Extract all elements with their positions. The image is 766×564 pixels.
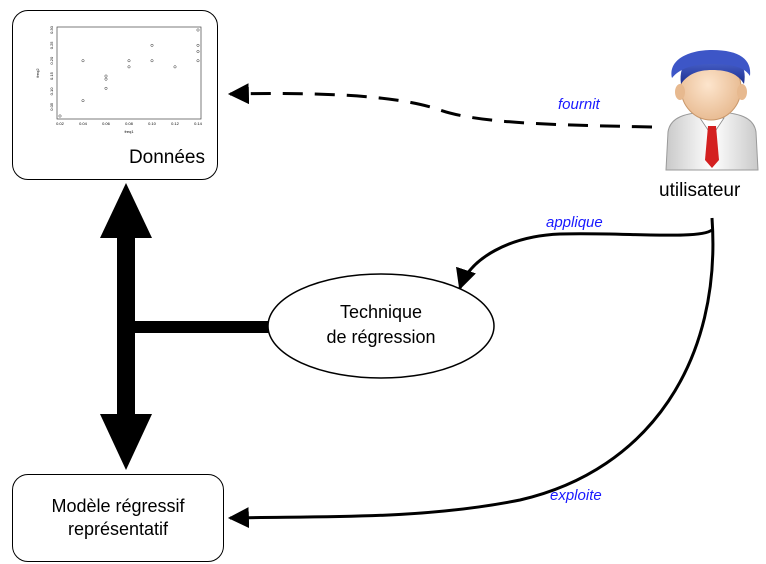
modele-line2: représentatif (67, 519, 169, 539)
technique-line1: Technique (339, 302, 423, 322)
user-label: utilisateur (659, 180, 741, 201)
plot-point (196, 50, 200, 53)
plot-point (104, 74, 108, 78)
plot-point (81, 99, 85, 103)
plot-ylabel: freq2 (35, 68, 40, 78)
plot-x-tick-label: 0.08 (125, 121, 134, 126)
plot-frame (56, 26, 202, 120)
plot-point (104, 86, 108, 90)
plot-x-tick-label: 0.06 (102, 121, 111, 126)
plot-point (196, 59, 200, 63)
plot-point (196, 28, 200, 32)
technique-label: Technique de régression (270, 300, 492, 350)
plot-x-tick-label: 0.12 (171, 121, 180, 126)
plot-point (104, 77, 108, 81)
plot-y-tick-label: 0.15 (49, 71, 54, 80)
plot-points (58, 28, 200, 118)
plot-x-tick-label: 0.10 (148, 121, 157, 126)
donnees-label: Données (128, 147, 205, 168)
plot-point (150, 59, 154, 63)
plot-point (173, 65, 177, 69)
plot-point (127, 59, 131, 63)
technique-ellipse (267, 273, 495, 379)
plot-x-tick-label: 0.14 (194, 121, 203, 126)
plot-y-tick-label: 0.25 (49, 41, 54, 50)
edge-exploite (227, 217, 715, 529)
label-exploite: exploite (550, 487, 602, 504)
plot-y-tick-label: 0.20 (49, 56, 54, 65)
scatter-thumbnail: 0.02 0.04 0.06 0.08 0.10 0.12 0.14 0.05 0.10 0.1… (35, 25, 203, 134)
user-icon (665, 50, 759, 171)
plot-point (150, 43, 154, 47)
label-applique: applique (546, 214, 603, 231)
plot-y-tick-label: 0.10 (49, 87, 54, 96)
donnees-node: 0.02 0.04 0.06 0.08 0.10 0.12 0.14 0.05 0.10 0.1… (12, 10, 218, 180)
technique-line2: de régression (326, 327, 436, 347)
plot-xlabel: freq1 (124, 129, 134, 134)
plot-x-tick-label: 0.04 (79, 121, 88, 126)
plot-point (81, 59, 85, 63)
modele-node: Modèle régressif représentatif (12, 474, 224, 562)
technique-connector (126, 321, 270, 333)
edge-fournit (227, 83, 653, 129)
plot-x-tick-label: 0.02 (56, 121, 65, 126)
plot-point (127, 65, 131, 69)
label-fournit: fournit (558, 96, 600, 113)
modele-line1: Modèle régressif (51, 496, 185, 516)
plot-point (196, 43, 200, 47)
plot-y-tick-label: 0.30 (49, 25, 54, 34)
edge-applique (456, 228, 713, 290)
plot-y-tick-label: 0.05 (49, 102, 54, 111)
plot-x-ticks: 0.02 0.04 0.06 0.08 0.10 0.12 0.14 (56, 121, 203, 126)
plot-y-ticks: 0.05 0.10 0.15 0.20 0.25 0.30 (49, 25, 54, 110)
plot-point (58, 114, 62, 118)
